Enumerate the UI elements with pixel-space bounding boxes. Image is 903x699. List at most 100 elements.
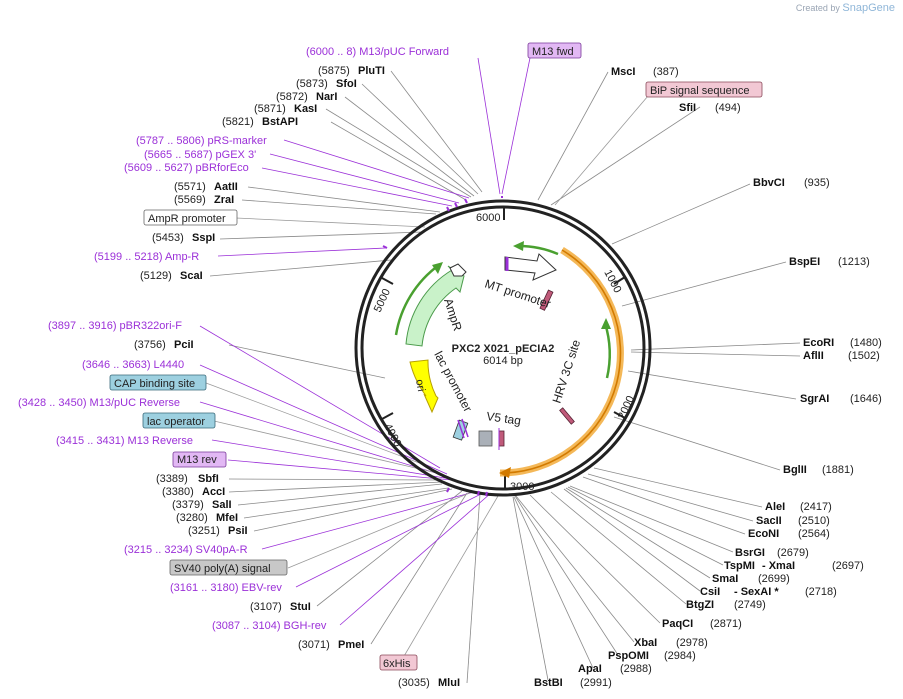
enzyme-name: NarI <box>316 91 337 103</box>
primer-label: (3646 .. 3663) L4440 <box>82 359 184 371</box>
enzyme-name: BstBI <box>534 677 563 689</box>
enzyme-name: ScaI <box>180 270 203 282</box>
enzyme-pos: (2564) <box>798 528 830 540</box>
enzyme-name: CsiI <box>700 586 720 598</box>
feature-label-mt-promoter: MT promoter <box>483 277 552 311</box>
plasmid-size: 6014 bp <box>483 355 523 367</box>
enzyme-pos: (5453) <box>152 232 184 244</box>
pink-marker-bottom <box>498 430 505 447</box>
mt-promoter-arrow <box>504 253 557 281</box>
box-label-lac-operator: lac operator <box>147 416 205 428</box>
snapgene-credit: Created by SnapGene <box>796 2 895 14</box>
plasmid-name: PXC2 X021_pECIA2 <box>452 343 555 355</box>
enzyme-name: PspOMI <box>608 650 649 662</box>
enzyme-pos: (2749) <box>734 599 766 611</box>
orange-arc-arrowhead <box>499 467 511 478</box>
ampr-promoter-arrow <box>449 263 467 277</box>
green-arc-top-head <box>513 241 524 251</box>
enzyme-name: AleI <box>765 501 785 513</box>
feature-label-v5-tag: V5 tag <box>486 409 522 428</box>
orange-feature-arc-core <box>502 249 622 474</box>
hrv-site-marker <box>559 407 575 425</box>
enzyme-pos: (3280) <box>176 512 208 524</box>
feature-label-lac-promoter: lac promoter <box>431 349 475 414</box>
enzyme-name: SfiI <box>679 102 696 114</box>
enzyme-pos: (2679) <box>777 547 809 559</box>
enzyme-name: - SexAI * <box>734 586 779 598</box>
enzyme-pos: (1646) <box>850 393 882 405</box>
enzyme-name: TspMI <box>724 560 755 572</box>
enzyme-pos: (5873) <box>296 78 328 90</box>
box-label-m13-fwd: M13 fwd <box>532 46 574 58</box>
enzyme-name: EcoNI <box>748 528 779 540</box>
enzyme-pos: (1480) <box>850 337 882 349</box>
enzyme-name: BbvCI <box>753 177 785 189</box>
enzyme-name: XbaI <box>634 637 657 649</box>
ori-feature <box>409 359 439 414</box>
feature-connector-lines <box>205 95 649 664</box>
enzyme-pos: (5129) <box>140 270 172 282</box>
green-arc-right-head <box>601 318 611 329</box>
primer-label: (3087 .. 3104) BGH-rev <box>212 620 327 632</box>
enzyme-pos: (3107) <box>250 601 282 613</box>
box-label-m13-rev: M13 rev <box>177 454 217 466</box>
enzyme-pos: (3379) <box>172 499 204 511</box>
backbone-outer-ring <box>354 199 652 497</box>
primer-label: (3897 .. 3916) pBR322ori-F <box>48 320 182 332</box>
enzyme-pos: (3035) <box>398 677 430 689</box>
enzyme-name: BsrGI <box>735 547 765 559</box>
enzyme-pos: (3380) <box>162 486 194 498</box>
green-arc-left-head <box>432 262 443 274</box>
enzyme-pos: (5875) <box>318 65 350 77</box>
enzyme-name: SgrAI <box>800 393 829 405</box>
enzyme-pos: (3756) <box>134 339 166 351</box>
enzyme-name: PciI <box>174 339 194 351</box>
v5-tag-box <box>478 430 493 447</box>
tick-label: 3000 <box>510 481 534 493</box>
enzyme-name: BglII <box>783 464 807 476</box>
box-label-bip-signal: BiP signal sequence <box>650 85 749 97</box>
enzyme-pos: (387) <box>653 66 679 78</box>
lac-region-marks <box>452 418 469 441</box>
primer-label: (3415 .. 3431) M13 Reverse <box>56 435 193 447</box>
feature-label-ori: ori <box>413 378 427 392</box>
enzyme-name: SfoI <box>336 78 357 90</box>
enzyme-name: SacII <box>756 515 782 527</box>
label-boxes <box>109 42 763 671</box>
enzyme-name: MluI <box>438 677 460 689</box>
enzyme-connector-lines <box>209 70 801 684</box>
box-label-cap-binding: CAP binding site <box>114 378 195 390</box>
ampr-cds <box>405 265 465 347</box>
box-label-sv40-polya: SV40 poly(A) signal <box>174 563 271 575</box>
enzyme-name: MscI <box>611 66 635 78</box>
enzyme-pos: (2978) <box>676 637 708 649</box>
enzyme-pos: (1213) <box>838 256 870 268</box>
enzyme-name: AccI <box>202 486 225 498</box>
enzyme-name: AflII <box>803 350 824 362</box>
primer-label: (5609 .. 5627) pBRforEco <box>124 162 249 174</box>
enzyme-name: SbfI <box>198 473 219 485</box>
enzyme-pos: (2984) <box>664 650 696 662</box>
enzyme-name: ApaI <box>578 663 602 675</box>
enzyme-pos: (2988) <box>620 663 652 675</box>
enzyme-name: PaqCI <box>662 618 693 630</box>
enzyme-name: BtgZI <box>686 599 714 611</box>
enzyme-pos: (2697) <box>832 560 864 572</box>
ring-feature-marks <box>382 196 503 497</box>
primer-label: (3161 .. 3180) EBV-rev <box>170 582 282 594</box>
enzyme-name: MfeI <box>216 512 238 524</box>
pink-marker-top <box>539 289 554 311</box>
enzyme-pos: (935) <box>804 177 830 189</box>
enzyme-pos: (3251) <box>188 525 220 537</box>
primer-label: (6000 .. 8) M13/pUC Forward <box>306 46 449 58</box>
tick-marks <box>381 207 626 489</box>
green-arc-left <box>394 263 440 336</box>
enzyme-name: PsiI <box>228 525 248 537</box>
enzyme-pos: (2510) <box>798 515 830 527</box>
enzyme-name: SmaI <box>712 573 738 585</box>
primer-connector-lines <box>199 57 531 626</box>
primer-label: (5787 .. 5806) pRS-marker <box>136 135 267 147</box>
enzyme-name: ZraI <box>214 194 234 206</box>
enzyme-pos: (2699) <box>758 573 790 585</box>
